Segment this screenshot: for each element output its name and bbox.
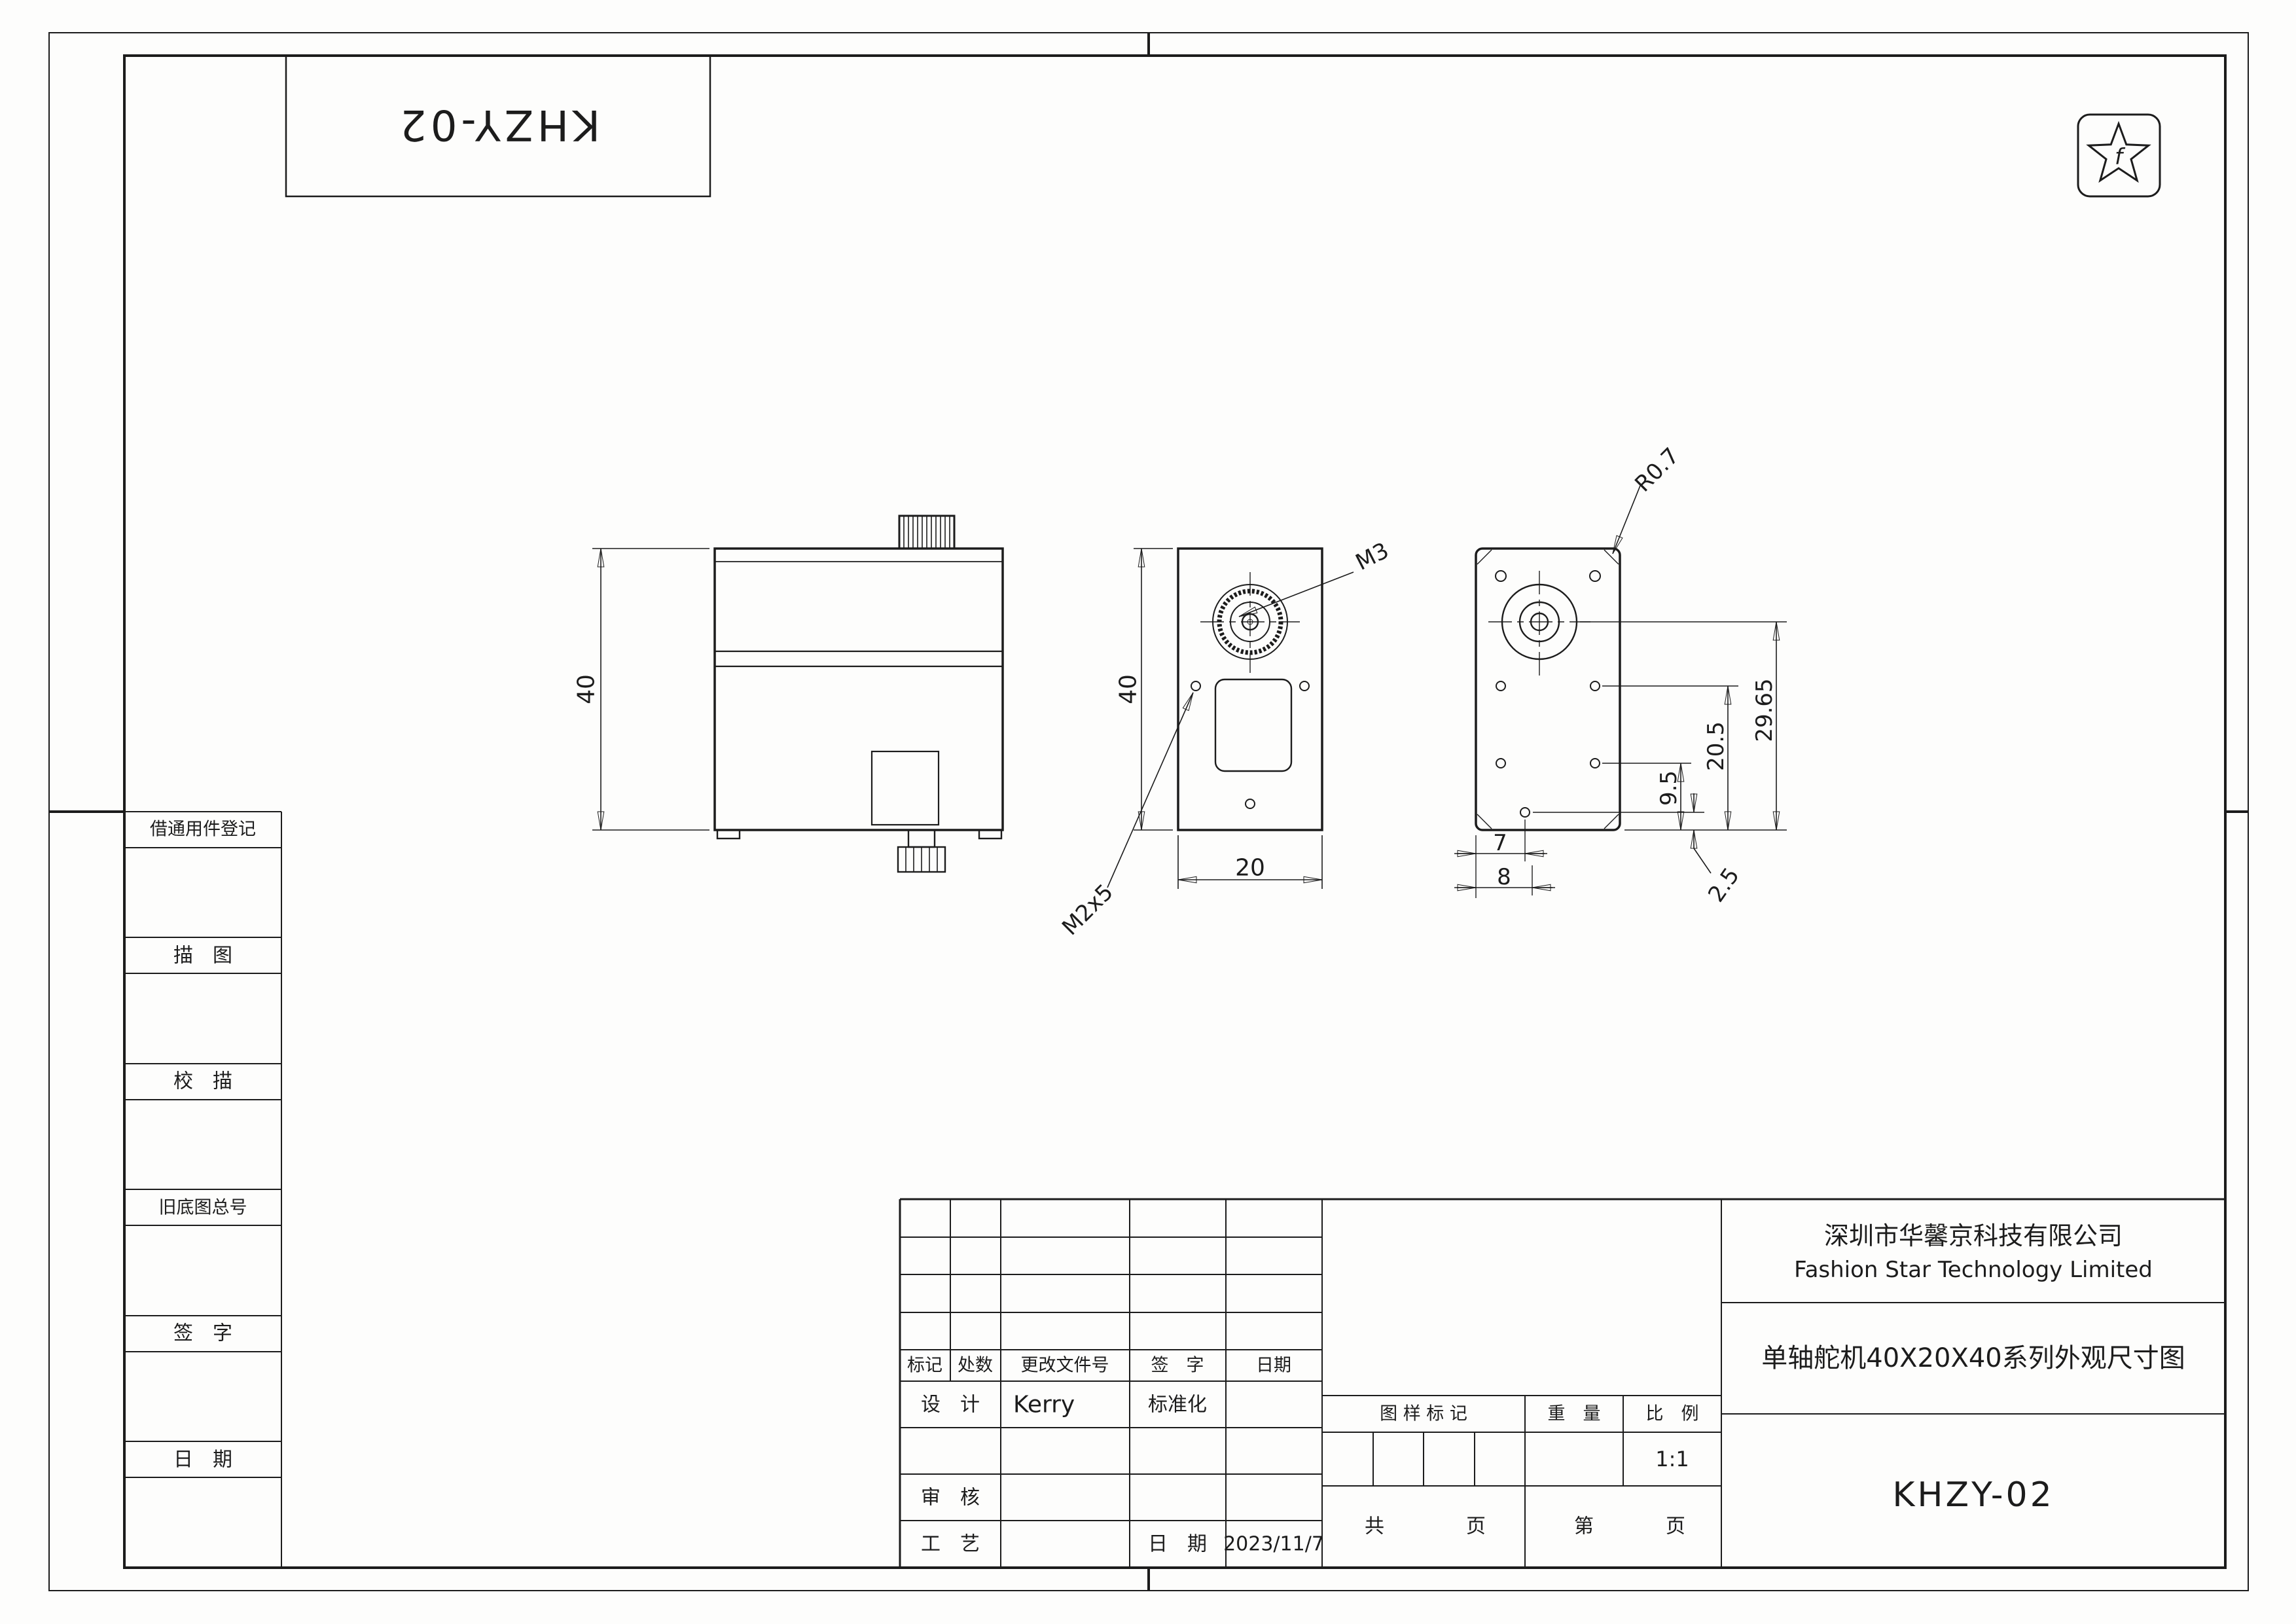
label-signature: 签 字 bbox=[173, 1322, 232, 1345]
weight-label: 重 量 bbox=[1548, 1404, 1601, 1424]
front-connector-recess bbox=[870, 750, 940, 826]
dim-circle-center-height: 29.65 bbox=[1751, 678, 1778, 742]
back-view: R0.7 29.65 20.5 9.5 2.5 bbox=[1454, 442, 1787, 907]
design-label: 设 计 bbox=[921, 1394, 980, 1416]
dim-screw-spec: M2x5 bbox=[1057, 879, 1119, 941]
dim-shaft-thread: M3 bbox=[1352, 537, 1393, 576]
left-margin-column: 借通用件登记 描 图 校 描 旧底图总号 签 字 日 期 bbox=[124, 811, 282, 1568]
sheet-pages-label: 页 bbox=[1666, 1515, 1685, 1538]
date-label: 日 期 bbox=[1148, 1533, 1207, 1556]
rev-sign-header: 签 字 bbox=[1151, 1356, 1204, 1376]
company-name-cn: 深圳市华馨京科技有限公司 bbox=[1824, 1221, 2123, 1250]
rev-count-header: 处数 bbox=[958, 1356, 993, 1376]
scale-label: 比 例 bbox=[1646, 1404, 1699, 1424]
dim-slot-offset: 8 bbox=[1497, 864, 1511, 890]
company-name-en: Fashion Star Technology Limited bbox=[1794, 1257, 2153, 1283]
total-pages-label: 页 bbox=[1466, 1515, 1486, 1538]
standardization-label: 标准化 bbox=[1148, 1394, 1207, 1416]
dim-hole-offset: 7 bbox=[1493, 830, 1507, 856]
label-check-trace: 校 描 bbox=[173, 1070, 232, 1093]
dim-side-height: 40 bbox=[1115, 674, 1142, 704]
dim-bottom-hole-height: 2.5 bbox=[1703, 863, 1745, 907]
rev-file-header: 更改文件号 bbox=[1021, 1356, 1109, 1376]
brand-logo: f bbox=[2077, 113, 2161, 198]
star-icon bbox=[2086, 120, 2151, 183]
dim-side-width: 20 bbox=[1235, 855, 1265, 882]
dim-lower-hole-height: 9.5 bbox=[1656, 770, 1682, 806]
dim-upper-hole-height: 20.5 bbox=[1703, 721, 1729, 771]
title-block: 标记 处数 更改文件号 签 字 日期 设 计 Kerry 标准化 审 核 工 艺… bbox=[899, 1198, 2225, 1568]
drawing-title: 单轴舵机40X20X40系列外观尺寸图 bbox=[1761, 1343, 2185, 1373]
designer-name: Kerry bbox=[1013, 1392, 1075, 1418]
stamp-label: 图 样 标 记 bbox=[1380, 1404, 1467, 1424]
mirrored-title-box: KHZY-02 bbox=[285, 54, 711, 198]
dim-corner-radius: R0.7 bbox=[1630, 442, 1684, 497]
label-old-drawing-no: 旧底图总号 bbox=[159, 1198, 247, 1218]
total-label: 共 bbox=[1365, 1515, 1384, 1538]
side-view: M3 M2x5 40 20 bbox=[1057, 537, 1393, 941]
label-trace: 描 图 bbox=[173, 945, 232, 967]
drawing-number: KHZY-02 bbox=[1892, 1475, 2054, 1515]
review-label: 审 核 bbox=[921, 1487, 980, 1509]
side-opening bbox=[1214, 678, 1293, 772]
rev-mark-header: 标记 bbox=[907, 1356, 942, 1376]
date-value: 2023/11/7 bbox=[1223, 1533, 1324, 1556]
front-body bbox=[713, 547, 1004, 831]
label-date: 日 期 bbox=[173, 1449, 232, 1471]
label-borrow-register: 借通用件登记 bbox=[150, 820, 256, 840]
mirrored-drawing-number: KHZY-02 bbox=[396, 100, 600, 149]
scale-value: 1:1 bbox=[1655, 1447, 1689, 1471]
process-label: 工 艺 bbox=[921, 1533, 980, 1556]
rev-date-header: 日期 bbox=[1256, 1356, 1291, 1376]
dim-front-height: 40 bbox=[573, 674, 600, 704]
front-height-dim bbox=[592, 548, 709, 831]
logo-letter: f bbox=[2115, 144, 2126, 170]
front-view: 40 bbox=[573, 514, 1004, 873]
sheet-label: 第 bbox=[1574, 1515, 1594, 1538]
side-body bbox=[1177, 547, 1323, 831]
back-body bbox=[1475, 547, 1621, 831]
